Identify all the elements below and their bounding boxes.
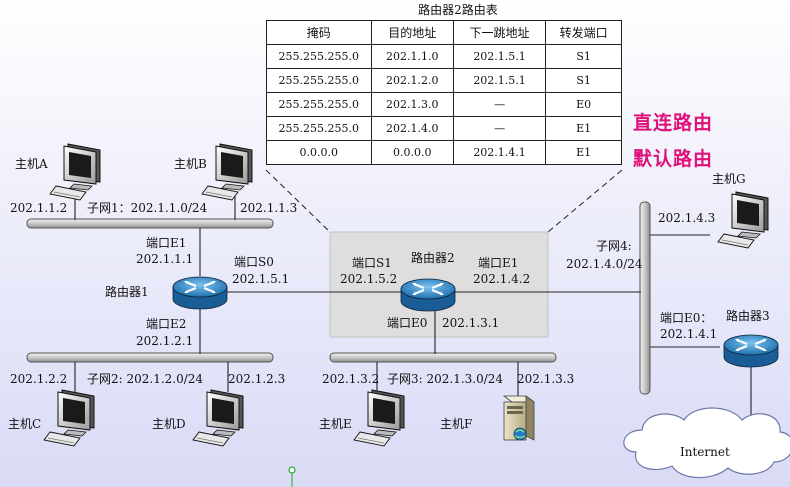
host-f-ip: 202.1.3.3 — [517, 372, 574, 386]
cell-destination: 202.1.4.0 — [370, 116, 454, 141]
host-f-name: 主机F — [440, 417, 472, 431]
host-g-ip: 202.1.4.3 — [658, 211, 715, 225]
host-a-name: 主机A — [15, 157, 48, 171]
table-header-row: 掩码 目的地址 下一跳地址 转发端口 — [266, 20, 622, 45]
router2-s1-ip: 202.1.5.2 — [340, 272, 397, 286]
cell-mask: 255.255.255.0 — [266, 44, 372, 69]
router1-icon — [171, 275, 229, 311]
host-c-icon — [43, 389, 95, 447]
subnet4-addr: 202.1.4.0/24 — [566, 257, 643, 271]
routing-table: 掩码 目的地址 下一跳地址 转发端口 255.255.255.0 202.1.1… — [266, 20, 622, 165]
table-row: 0.0.0.0 0.0.0.0 202.1.4.1 E1 — [266, 140, 622, 165]
wires — [74, 193, 752, 487]
table-row: 255.255.255.0 202.1.4.0 — E1 — [266, 116, 622, 141]
router1-e2-ip: 202.1.2.1 — [136, 334, 193, 348]
cell-mask: 255.255.255.0 — [266, 92, 372, 117]
host-e-ip: 202.1.3.2 — [322, 372, 379, 386]
router2-s1-port: 端口S1 — [352, 256, 392, 270]
host-c-name: 主机C — [8, 417, 41, 431]
router3-icon — [722, 333, 780, 369]
internet-label: Internet — [680, 445, 730, 459]
cell-next-hop: 202.1.5.1 — [452, 68, 547, 93]
cell-port: S1 — [545, 68, 622, 93]
host-b-icon — [201, 143, 253, 201]
host-f-server-icon — [502, 395, 536, 441]
router2-e1-ip: 202.1.4.2 — [473, 272, 530, 286]
router1-e1-port: 端口E1 — [146, 236, 186, 250]
cell-port: E1 — [545, 140, 622, 165]
host-d-ip: 202.1.2.3 — [228, 372, 285, 386]
cell-mask: 255.255.255.0 — [266, 116, 372, 141]
host-e-name: 主机E — [319, 417, 352, 431]
router1-e1-ip: 202.1.1.1 — [136, 252, 193, 266]
table-row: 255.255.255.0 202.1.2.0 202.1.5.1 S1 — [266, 68, 622, 93]
router2-e0-port: 端口E0 — [387, 316, 427, 330]
cell-next-hop: — — [452, 92, 547, 117]
subnet3-label: 子网3: 202.1.3.0/24 — [387, 372, 503, 386]
host-b-ip: 202.1.1.3 — [240, 201, 297, 215]
subnet4-bus — [639, 201, 651, 395]
subnet4-name: 子网4: — [596, 239, 632, 253]
subnet1-bus — [26, 218, 274, 229]
subnet3-bus — [329, 352, 557, 363]
router3-e0-port: 端口E0： — [660, 311, 712, 325]
subnet1-label: 子网1：202.1.1.0/24 — [87, 201, 208, 215]
router1-e2-port: 端口E2 — [146, 317, 186, 331]
host-a-ip: 202.1.1.2 — [10, 201, 67, 215]
header-mask: 掩码 — [266, 20, 372, 45]
router2-name: 路由器2 — [411, 250, 455, 265]
host-a-icon — [49, 143, 101, 201]
table-row: 255.255.255.0 202.1.3.0 — E0 — [266, 92, 622, 117]
default-route-annotation: 默认路由 — [633, 148, 714, 170]
host-g-icon — [717, 191, 769, 249]
router2-icon — [399, 277, 457, 313]
cell-destination: 202.1.2.0 — [370, 68, 454, 93]
header-port: 转发端口 — [545, 20, 622, 45]
cell-next-hop: 202.1.4.1 — [452, 140, 547, 165]
header-destination: 目的地址 — [370, 20, 454, 45]
cell-port: E0 — [545, 92, 622, 117]
callout-left — [265, 169, 331, 233]
router3-e0-ip: 202.1.4.1 — [660, 327, 717, 341]
host-e-icon — [353, 389, 405, 447]
cell-port: S1 — [545, 44, 622, 69]
router1-s0-port: 端口S0 — [234, 255, 274, 269]
callout-right — [547, 169, 623, 233]
router1-s0-ip: 202.1.5.1 — [232, 272, 289, 286]
cell-port: E1 — [545, 116, 622, 141]
router1-name: 路由器1 — [105, 284, 149, 299]
router3-name: 路由器3 — [726, 308, 770, 323]
cell-destination: 202.1.1.0 — [370, 44, 454, 69]
cell-next-hop: 202.1.5.1 — [452, 44, 547, 69]
cell-mask: 255.255.255.0 — [266, 68, 372, 93]
cell-mask: 0.0.0.0 — [266, 140, 372, 165]
cell-next-hop: — — [452, 116, 547, 141]
host-b-name: 主机B — [174, 157, 207, 171]
cell-destination: 202.1.3.0 — [370, 92, 454, 117]
internet-cloud: Internet — [623, 407, 790, 479]
router2-e0-ip: 202.1.3.1 — [442, 316, 499, 330]
subnet2-label: 子网2: 202.1.2.0/24 — [87, 372, 203, 386]
cell-destination: 0.0.0.0 — [370, 140, 454, 165]
router2-e1-port: 端口E1 — [478, 256, 518, 270]
host-c-ip: 202.1.2.2 — [10, 372, 67, 386]
routing-table-title: 路由器2路由表 — [418, 3, 498, 17]
host-d-name: 主机D — [152, 417, 186, 431]
host-g-name: 主机G — [712, 172, 746, 186]
header-next-hop: 下一跳地址 — [452, 20, 547, 45]
host-d-icon — [192, 389, 244, 447]
direct-route-annotation: 直连路由 — [633, 112, 714, 134]
table-row: 255.255.255.0 202.1.1.0 202.1.5.1 S1 — [266, 44, 622, 69]
subnet2-bus — [26, 352, 274, 363]
